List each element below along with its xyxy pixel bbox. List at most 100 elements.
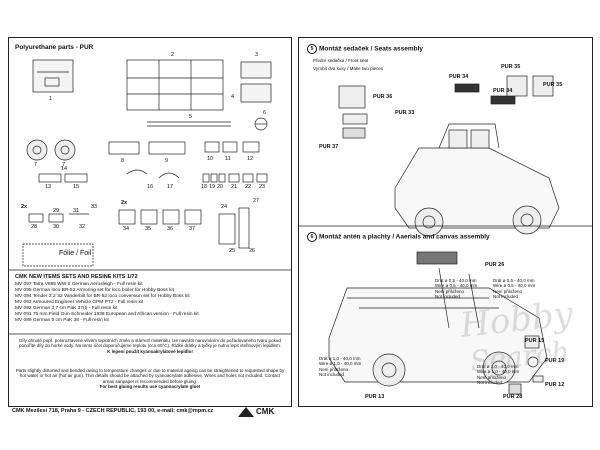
wire-note: Drát ø 0,5 - 40,0 mm Wire ø 0,5 - 40,0 m… <box>435 278 477 300</box>
notice-cz-glue: K lepení použít kyanoakrylátové lepidlo! <box>107 348 193 354</box>
wire-dims: Wire ø 0,5 - 40,0 mm <box>435 283 478 289</box>
part-number: 19 <box>209 184 216 190</box>
not-included-note: Není přiloženo <box>477 374 507 380</box>
not-included-note: Not included <box>435 294 461 300</box>
part-number: 3 <box>255 52 259 58</box>
part-number: 34 <box>123 226 130 232</box>
not-included-note: Není přiloženo <box>493 288 523 294</box>
part-label: PUR 28 <box>503 394 523 400</box>
part-number: 8 <box>121 158 125 164</box>
front-seat-sublabel: Vyrobit dva kusy / Make two pieces <box>313 66 384 71</box>
part-label: PUR 15 <box>525 338 545 344</box>
part-number: 7 <box>62 162 66 168</box>
wire-note: Drát ø 1,0 - 40,0 mm Wire ø 1,0 - 40,0 m… <box>477 364 519 386</box>
cmk-logo: CMK <box>236 405 286 419</box>
part-label: PUR 34 <box>449 74 469 80</box>
part-number: 36 <box>167 226 174 232</box>
part-label: PUR 12 <box>545 382 565 388</box>
assembly-drawing <box>299 75 592 395</box>
part-number: 2 <box>171 52 175 58</box>
notice-en-glue: For best gluing results use cyanoacrylat… <box>99 384 201 390</box>
part-label: PUR 35 <box>501 64 521 70</box>
step-number: 6 <box>307 232 317 242</box>
footer: CMK Mezilesí 718, Praha 9 - CZECH REPUBL… <box>8 405 290 417</box>
notice-en: Parts slightly distorted and bended owin… <box>15 368 285 390</box>
step6-title: Montáž antén a plachty / Aaerials and ca… <box>319 233 490 241</box>
kits-title: CMK NEW ITEMS SETS AND RESINE KITS 1/72 <box>15 274 138 280</box>
wire-dims: Drát ø 0,5 - 40,0 mm <box>493 278 535 283</box>
part-number: 32 <box>79 224 86 230</box>
part-label: PUR 13 <box>365 394 385 400</box>
cmk-logo-text: CMK <box>256 407 275 416</box>
kit-item: MV 089 German 5 cm PaK 38 - Full resin k… <box>15 318 109 323</box>
part-number: 9 <box>165 158 169 164</box>
step5-title: Montáž sedaček / Seats assembly <box>319 45 424 53</box>
part-number: 37 <box>189 226 196 232</box>
front-seat-label: Přední sedačka / Front seat <box>313 58 369 63</box>
wire-note: Drát ø 1,0 - 40,0 mm Wire ø 1,0 - 40,0 m… <box>319 356 361 378</box>
part-number: 1 <box>49 96 53 102</box>
part-number: 6 <box>263 110 267 116</box>
not-included-note: Not included <box>493 294 519 300</box>
not-included-note: Není přiloženo <box>435 288 465 294</box>
part-number: 28 <box>31 224 38 230</box>
cmk-logo-icon <box>238 407 254 417</box>
part-label: PUR 35 <box>543 82 563 88</box>
wire-dims: Wire ø 0,5 - 40,0 mm <box>493 283 536 289</box>
kits-list: MV 097 Tatra V855 WW II German Aerosleig… <box>15 282 285 324</box>
not-included-note: Not included <box>319 372 345 378</box>
kit-item: MV 093 Armoured Engineer Vehicle GPM PT2… <box>15 300 144 305</box>
kit-item: MV 094 Tender 2´2´32 Vanderbilt for BR-5… <box>15 294 190 299</box>
kit-item: MV 092 German 3,7 cm PaK 37(t) - Full re… <box>15 306 118 311</box>
not-included-note: Not included <box>477 380 503 386</box>
part-label: PUR 33 <box>395 110 415 116</box>
part-label: PUR 34 <box>493 88 513 94</box>
kit-item: MV 091 75 mm Field Gun Schneider 1938 Eu… <box>15 312 199 317</box>
part-number: 33 <box>91 204 98 210</box>
part-number: 12 <box>247 156 254 162</box>
wire-dims: Drát ø 1,0 - 40,0 mm <box>319 356 361 361</box>
part-number: 23 <box>259 184 266 190</box>
panel-title: Polyurethane parts - PUR <box>15 44 94 51</box>
part-number: 30 <box>53 224 60 230</box>
footer-address: CMK Mezilesí 718, Praha 9 - CZECH REPUBL… <box>12 408 214 414</box>
part-label: PUR 26 <box>485 262 505 268</box>
part-label: PUR 36 <box>373 94 393 100</box>
wire-dims: Wire ø 1,0 - 40,0 mm <box>319 361 362 367</box>
foil-label: Fólie / Foil <box>59 250 92 257</box>
wire-dims: Drát ø 1,0 - 40,0 mm <box>477 364 519 369</box>
not-included-note: Není přiloženo <box>319 366 349 372</box>
part-number: 25 <box>229 248 236 254</box>
part-number: 13 <box>45 184 52 190</box>
quantity-label: 2x <box>21 204 28 210</box>
part-number: 26 <box>249 248 256 254</box>
part-number: 16 <box>147 184 154 190</box>
part-number: 20 <box>217 184 224 190</box>
part-label: PUR 19 <box>545 358 565 364</box>
part-number: 29 <box>53 208 60 214</box>
polyurethane-parts-panel: Polyurethane parts - PUR <box>8 37 292 407</box>
kit-item: MV 095 German loco BR-52 Armoring set fo… <box>15 288 174 293</box>
part-number: 14 <box>61 166 68 172</box>
part-number: 18 <box>201 184 208 190</box>
part-number: 10 <box>207 156 214 162</box>
part-number: 35 <box>145 226 152 232</box>
notice-en-text: Parts slightly distorted and bended owin… <box>15 368 285 384</box>
step-number: 5 <box>307 44 317 54</box>
part-number: 17 <box>167 184 174 190</box>
kit-item: MV 097 Tatra V855 WW II German Aerosleig… <box>15 282 143 287</box>
part-number: 21 <box>231 184 238 190</box>
part-number: 15 <box>73 184 80 190</box>
part-number: 7 <box>34 162 38 168</box>
part-number: 24 <box>221 204 228 210</box>
wire-dims: Wire ø 1,0 - 40,0 mm <box>477 369 520 375</box>
part-number: 31 <box>73 208 80 214</box>
part-number: 27 <box>253 198 260 204</box>
parts-drawing <box>9 59 291 335</box>
part-number: 4 <box>231 94 235 100</box>
notice-cz-text: Díly ohnuté popř. poloroztavené vlivem t… <box>18 338 282 349</box>
